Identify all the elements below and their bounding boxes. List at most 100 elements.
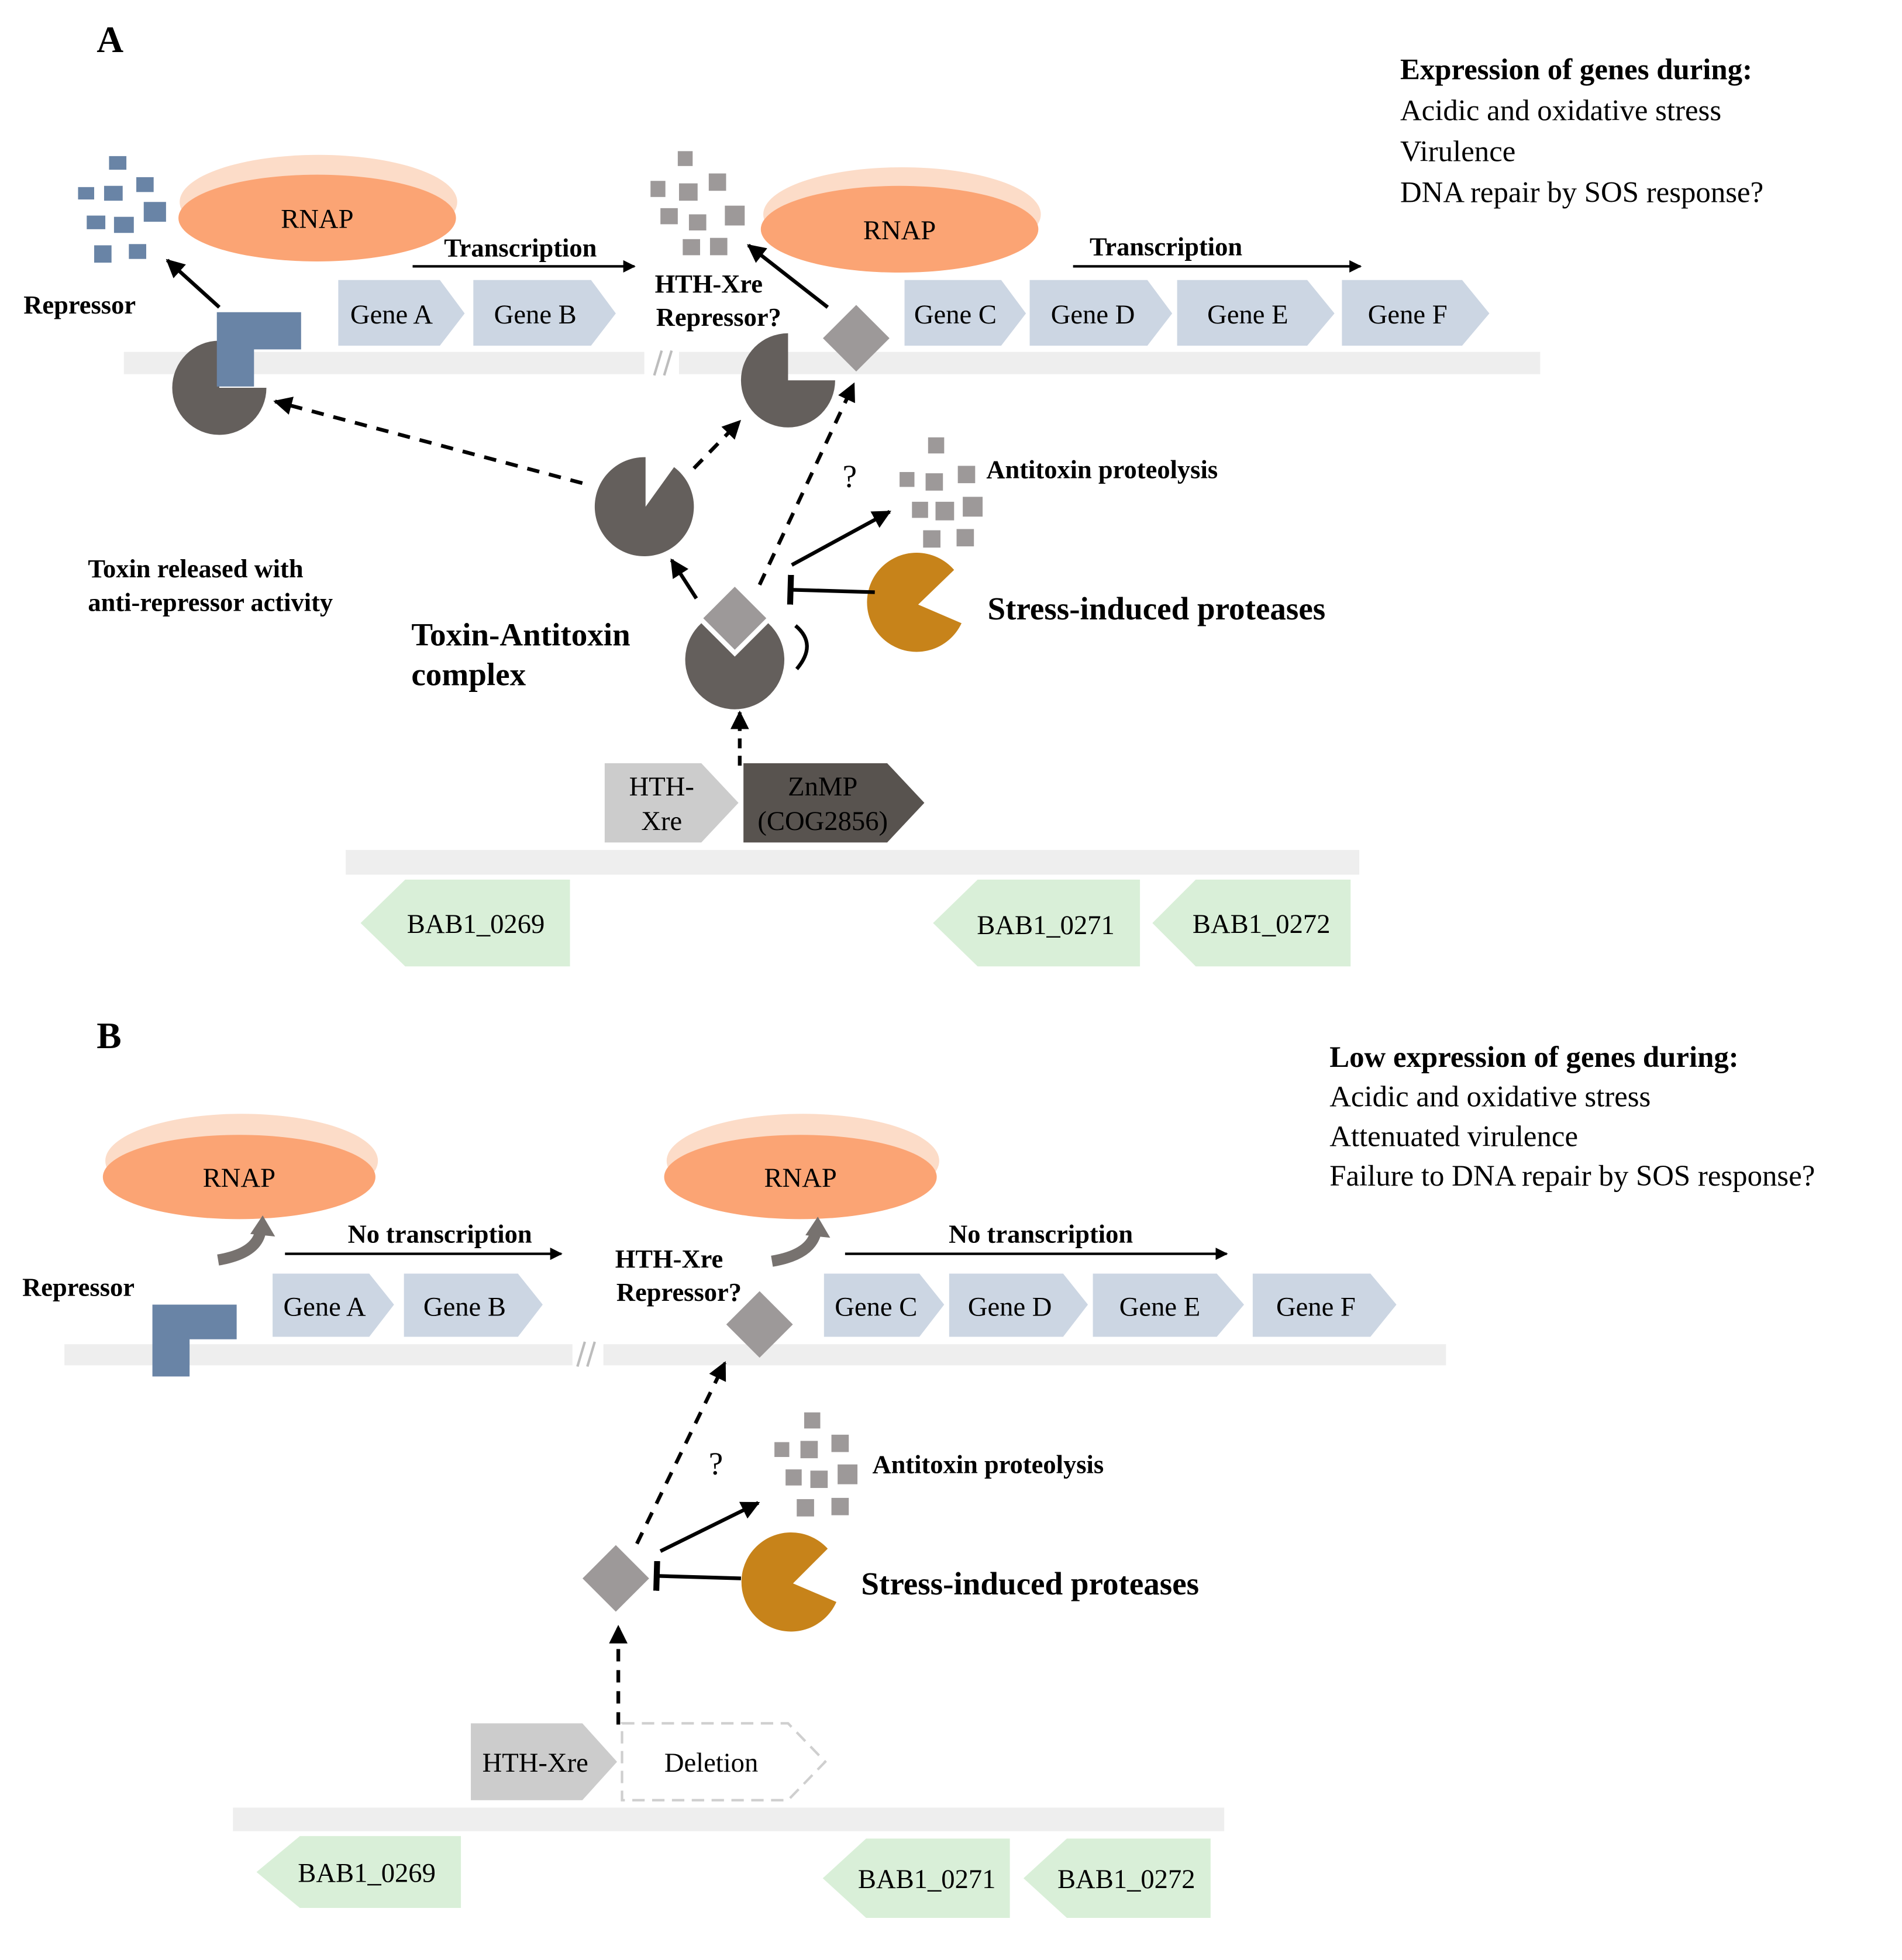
dna-strand: [603, 1344, 1446, 1366]
toxin-at-promoter-right: [740, 333, 835, 428]
curved-arrow-head: [805, 1217, 831, 1238]
gene-arrow: Gene C: [904, 280, 1026, 346]
repressor-shape-left: [216, 312, 301, 387]
panel-a-summary-title: Expression of genes during:: [1400, 53, 1752, 86]
svg-text:Gene C: Gene C: [835, 1292, 917, 1322]
gene-arrow: Gene C: [823, 1273, 945, 1337]
svg-text:HTH-Xre: HTH-Xre: [483, 1748, 588, 1778]
panel-a: A Expression of genes during: Acidic and…: [23, 19, 1763, 967]
svg-text:Gene A: Gene A: [350, 299, 433, 330]
operon-gene-hth-xre: HTH-Xre: [471, 1723, 618, 1800]
ta-complex-toxin: [685, 623, 785, 709]
toxin-released-label: anti-repressor activity: [88, 587, 333, 616]
dashed-arrow: [273, 397, 583, 485]
repressor-shape: [152, 1304, 237, 1377]
svg-text:Gene E: Gene E: [1119, 1292, 1200, 1322]
svg-text:BAB1_0272: BAB1_0272: [1057, 1864, 1195, 1894]
gene-arrow: Gene E: [1093, 1273, 1245, 1337]
panel-b-letter: B: [97, 1015, 121, 1056]
panel-a-summary-line: Acidic and oxidative stress: [1400, 94, 1721, 126]
ta-complex-antitoxin: [700, 583, 770, 653]
dna-strand: [64, 1344, 573, 1366]
locus-arrow: BAB1_0269: [360, 879, 570, 967]
svg-text:Gene F: Gene F: [1276, 1292, 1356, 1322]
panel-b-summary-line: Acidic and oxidative stress: [1329, 1080, 1651, 1113]
svg-text:BAB1_0271: BAB1_0271: [858, 1864, 996, 1894]
svg-text:(COG2856): (COG2856): [757, 806, 888, 836]
svg-text:Gene B: Gene B: [494, 299, 577, 330]
gene-arrow: Gene A: [273, 1273, 394, 1337]
panel-b-summary-line: Attenuated virulence: [1329, 1119, 1578, 1152]
hth-xre-antitoxin-free: [583, 1545, 649, 1612]
gene-arrow: Gene F: [1342, 280, 1490, 346]
no-transcription-left-label: No transcription: [348, 1220, 532, 1249]
svg-text:Gene F: Gene F: [1368, 299, 1448, 330]
svg-text:BAB1_0272: BAB1_0272: [1193, 909, 1331, 939]
ta-complex-label: complex: [411, 656, 526, 692]
gene-arrow: Gene F: [1252, 1273, 1397, 1337]
hth-xre-repressor-label: HTH-Xre: [655, 269, 763, 298]
svg-text:BAB1_0271: BAB1_0271: [977, 910, 1115, 941]
ta-complex-label: Toxin-Antitoxin: [411, 617, 630, 653]
panel-b-summary-title: Low expression of genes during:: [1329, 1041, 1738, 1073]
operon-gene-znmp: ZnMP (COG2856): [743, 763, 925, 843]
proteolysis-arrow: [659, 1501, 760, 1553]
locus-arrow: BAB1_0269: [256, 1836, 461, 1909]
svg-text:BAB1_0269: BAB1_0269: [407, 909, 545, 939]
panel-b-summary-line: Failure to DNA repair by SOS response?: [1329, 1159, 1815, 1192]
repressor-release-arrow: [166, 259, 221, 309]
curved-arrow-icon: [217, 1231, 266, 1266]
antitoxin-proteolysis-label: Antitoxin proteolysis: [986, 455, 1218, 484]
question-mark: ?: [843, 458, 857, 494]
rnap-right-label: RNAP: [863, 215, 936, 246]
repressor-label: Repressor: [22, 1273, 135, 1302]
transcription-left-label: Transcription: [444, 233, 597, 262]
antitoxin-proteolysis-label: Antitoxin proteolysis: [872, 1450, 1104, 1479]
stress-protease: [741, 1532, 837, 1632]
stress-protease: [867, 553, 962, 652]
repressor-fragments: [78, 156, 166, 263]
operon-gene-hth-xre: HTH- Xre: [604, 763, 739, 843]
no-transcription-right-label: No transcription: [949, 1220, 1133, 1249]
dna-strand: [346, 850, 1360, 875]
gene-arrow: Gene D: [1029, 280, 1173, 346]
dna-strand: [233, 1807, 1225, 1831]
antitoxin-fragments: [650, 151, 745, 256]
svg-text:ZnMP: ZnMP: [788, 771, 857, 802]
transcription-right-label: Transcription: [1090, 232, 1242, 261]
question-mark: ?: [709, 1446, 723, 1482]
svg-text:Gene C: Gene C: [914, 299, 997, 330]
inhibition-line: [653, 1561, 741, 1591]
svg-text:Gene A: Gene A: [284, 1292, 366, 1322]
gene-arrow: Gene A: [338, 280, 465, 346]
locus-arrow: BAB1_0272: [1152, 879, 1351, 967]
rnap-left: [178, 174, 456, 261]
dna-strand: [678, 352, 1541, 374]
toxin-at-promoter-left: [172, 340, 267, 435]
antitoxin-fragments: [900, 437, 983, 548]
complex-release-arrow: [670, 558, 698, 600]
rnap-right: [664, 1135, 937, 1220]
svg-text:Xre: Xre: [641, 806, 682, 836]
svg-text:BAB1_0269: BAB1_0269: [298, 1858, 436, 1889]
operon-gene-deletion: Deletion: [621, 1722, 827, 1801]
inhibition-line: [787, 574, 875, 605]
svg-text:Deletion: Deletion: [664, 1748, 758, 1778]
locus-arrow: BAB1_0271: [822, 1838, 1010, 1918]
rnap-right-label: RNAP: [764, 1163, 836, 1193]
antitoxin-release-arrow: [747, 243, 829, 309]
panel-a-letter: A: [97, 19, 123, 60]
rnap-left-label: RNAP: [203, 1163, 275, 1193]
svg-text:Gene B: Gene B: [423, 1292, 506, 1322]
curved-arrow-icon: [771, 1232, 821, 1267]
toxin-released-label: Toxin released with: [88, 554, 303, 583]
rnap-right: [760, 185, 1039, 273]
rnap-left: [102, 1135, 375, 1220]
curved-arrow-head: [250, 1215, 275, 1236]
gene-arrow: Gene E: [1177, 280, 1335, 346]
repressor-label: Repressor: [23, 290, 136, 319]
complex-bracket: [794, 624, 809, 670]
dna-break-mark: [653, 350, 673, 376]
locus-arrow: BAB1_0272: [1023, 1838, 1211, 1918]
